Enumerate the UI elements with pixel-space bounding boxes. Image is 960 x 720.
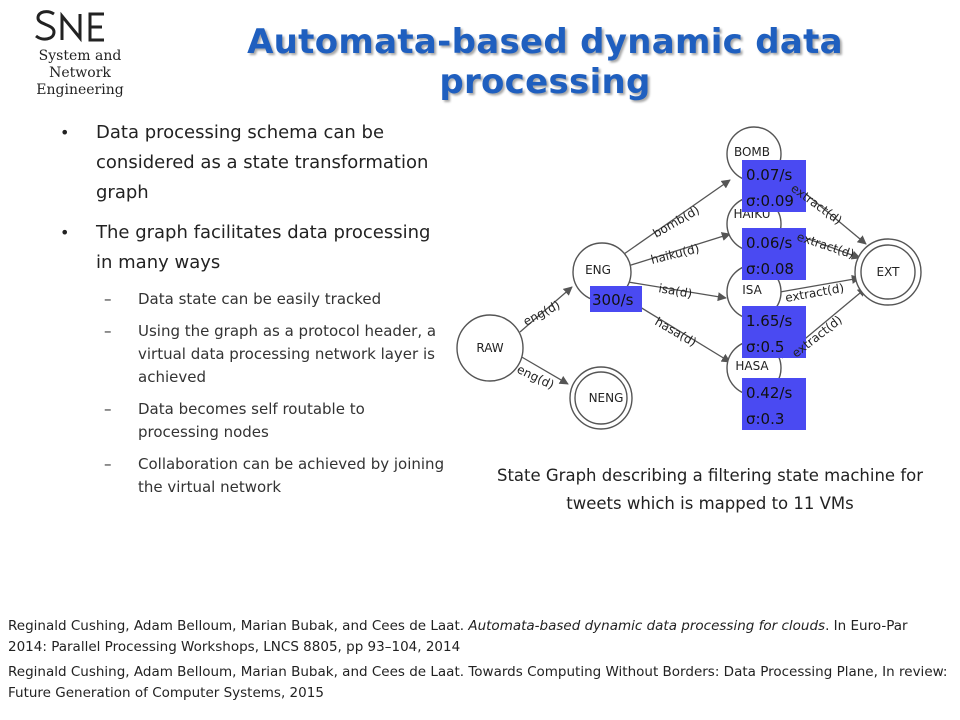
sub-bullet-text: Data state can be easily tracked (138, 290, 382, 308)
label-raw: RAW (476, 341, 503, 355)
node-ext-inner (860, 244, 916, 300)
label-eng: ENG (585, 263, 611, 277)
reference-item: Reginald Cushing, Adam Belloum, Marian B… (8, 664, 948, 701)
edge-label-raw-neng: eng(d) (515, 362, 557, 392)
rate-box-isa (742, 306, 806, 358)
rate-box-hasa (742, 378, 806, 430)
bullet-list: • Data processing schema can be consider… (58, 118, 448, 508)
sub-bullet-item: – Using the graph as a protocol header, … (58, 320, 448, 389)
bullet-item: • Data processing schema can be consider… (58, 118, 448, 208)
org-line-1: System and Network (38, 48, 122, 81)
edge-label-eng-hasa: hasa(d) (653, 314, 699, 349)
rate-haiku: 0.06/s (746, 234, 792, 252)
dash-icon: – (104, 455, 112, 473)
rate-bomb: 0.07/s (746, 166, 792, 184)
bullet-text: The graph facilitates data processing in… (96, 222, 431, 273)
sub-bullet-item: – Data becomes self routable to processi… (58, 398, 448, 444)
sigma-haiku: σ:0.08 (746, 260, 794, 278)
rate-hasa: 0.42/s (746, 384, 792, 402)
dash-icon: – (104, 290, 112, 308)
slide-title: Automata-based dynamic data processing (247, 22, 843, 102)
rate-box-eng (590, 286, 642, 312)
edge-raw-neng (519, 355, 569, 385)
bullet-text: Data processing schema can be considered… (96, 122, 429, 203)
rate-isa: 1.65/s (746, 312, 792, 330)
edge-eng-isa (627, 281, 727, 302)
graph-caption: State Graph describing a filtering state… (496, 466, 924, 513)
sne-logo-mark (35, 10, 104, 43)
edge-raw-eng (519, 286, 573, 333)
org-line-2: Engineering (36, 82, 124, 98)
node-raw (456, 314, 524, 382)
edge-label-eng-bomb: bomb(d) (651, 203, 702, 241)
rate-box-bomb (742, 160, 806, 212)
state-graph: RAW ENG NENG BOMB HAIKU ISA HASA EXT 0.0… (456, 126, 922, 430)
reference-authors: Reginald Cushing, Adam Belloum, Marian B… (8, 618, 469, 634)
bullet-dot-icon: • (60, 223, 70, 242)
label-bomb: BOMB (734, 145, 770, 159)
sub-bullet-item: – Data state can be easily tracked (58, 288, 448, 311)
edge-label-isa-ext: extract(d) (784, 281, 845, 305)
reference-item: Reginald Cushing, Adam Belloum, Marian B… (8, 616, 948, 658)
reference-title: Automata-based dynamic data processing f… (468, 618, 826, 634)
sigma-hasa: σ:0.3 (746, 410, 784, 428)
sne-org-name: System and Network Engineering (10, 48, 150, 99)
reference-venue: . In Euro-Par 2014: Parallel Processing … (8, 618, 908, 655)
edge-eng-haiku (627, 232, 731, 267)
edge-isa-ext (779, 274, 861, 293)
label-isa: ISA (742, 283, 762, 297)
edge-eng-bomb (623, 179, 731, 255)
dash-icon: – (104, 400, 112, 418)
node-neng-inner (574, 371, 628, 425)
edge-label-eng-haiku: haiku(d) (649, 241, 700, 267)
sigma-isa: σ:0.5 (746, 338, 784, 356)
rate-box-haiku (742, 228, 806, 280)
sub-bullet-text: Data becomes self routable to processing… (138, 400, 365, 441)
sub-bullet-text: Collaboration can be achieved by joining… (138, 455, 445, 496)
edge-label-eng-isa: isa(d) (657, 281, 693, 301)
sne-logo: System and Network Engineering (8, 8, 158, 98)
sigma-bomb: σ:0.09 (746, 192, 794, 210)
sub-bullet-item: – Collaboration can be achieved by joini… (58, 453, 448, 499)
label-neng: NENG (589, 391, 624, 405)
sub-bullet-text: Using the graph as a protocol header, a … (138, 322, 437, 386)
label-hasa: HASA (735, 359, 769, 373)
bullet-item: • The graph facilitates data processing … (58, 218, 448, 278)
edge-label-raw-eng: eng(d) (521, 298, 563, 329)
references: Reginald Cushing, Adam Belloum, Marian B… (8, 616, 948, 708)
dash-icon: – (104, 322, 112, 340)
bullet-dot-icon: • (60, 123, 70, 142)
rate-eng: 300/s (592, 291, 634, 309)
label-ext: EXT (877, 265, 901, 279)
